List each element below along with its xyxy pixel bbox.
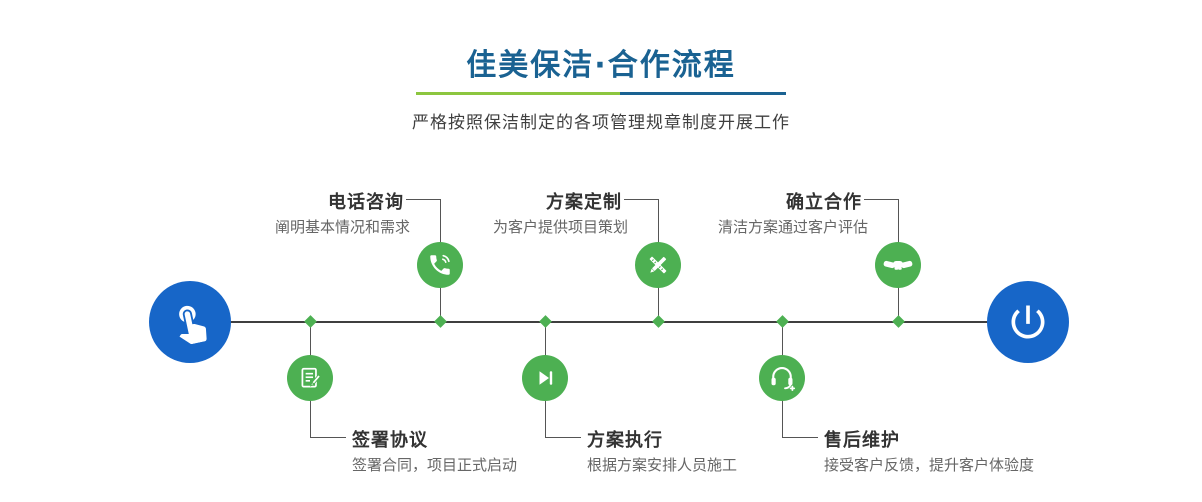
step-desc-aftersales: 接受客户反馈，提升客户体验度 — [824, 456, 1035, 474]
page-subtitle: 严格按照保洁制定的各项管理规章制度开展工作 — [412, 113, 790, 133]
step-title-execute: 方案执行 — [587, 430, 663, 451]
step-title-cooperation: 确立合作 — [786, 192, 862, 213]
step-desc-execute: 根据方案安排人员施工 — [587, 456, 738, 474]
step-desc-cooperation: 清洁方案通过客户评估 — [717, 218, 868, 236]
timeline-end-node — [987, 281, 1069, 363]
step-title-design: 方案定制 — [546, 192, 622, 213]
page-title: 佳美保洁·合作流程 — [466, 48, 736, 83]
handshake-icon — [883, 260, 913, 270]
connector-horizontal — [310, 437, 346, 438]
timeline-node-diamond — [652, 315, 665, 328]
step-circle-design — [635, 242, 681, 288]
power-icon — [1011, 305, 1045, 339]
step-title-aftersales: 售后维护 — [824, 430, 900, 451]
connector-horizontal — [624, 199, 658, 200]
timeline-node-diamond — [539, 315, 552, 328]
timeline-node-diamond — [434, 315, 447, 328]
timeline-node-diamond — [304, 315, 317, 328]
pointing-hand-icon — [179, 305, 207, 345]
connector-horizontal — [545, 437, 581, 438]
timeline-node-diamond — [776, 315, 789, 328]
connector-horizontal — [864, 199, 898, 200]
step-circle-aftersales — [759, 355, 805, 401]
connector-horizontal — [406, 199, 440, 200]
timeline-line — [190, 321, 1028, 323]
title-divider — [416, 92, 786, 95]
step-circle-contract — [287, 355, 333, 401]
divider-green-segment — [416, 92, 620, 95]
step-circle-cooperation — [875, 242, 921, 288]
step-circle-phone — [417, 242, 463, 288]
headset-icon — [771, 367, 796, 392]
timeline-start-node — [149, 281, 231, 363]
step-circle-execute — [522, 355, 568, 401]
connector-horizontal — [782, 437, 818, 438]
play-icon — [539, 371, 553, 385]
timeline-node-diamond — [892, 315, 905, 328]
step-title-contract: 签署协议 — [352, 430, 428, 451]
step-title-phone: 电话咨询 — [328, 192, 404, 213]
step-desc-contract: 签署合同，项目正式启动 — [352, 456, 518, 474]
phone-icon — [430, 254, 450, 275]
divider-blue-segment — [619, 92, 786, 95]
document-pen-icon — [301, 367, 321, 388]
step-desc-design: 为客户提供项目策划 — [492, 218, 628, 236]
step-desc-phone: 阐明基本情况和需求 — [274, 218, 410, 236]
pencil-ruler-icon — [649, 256, 667, 274]
